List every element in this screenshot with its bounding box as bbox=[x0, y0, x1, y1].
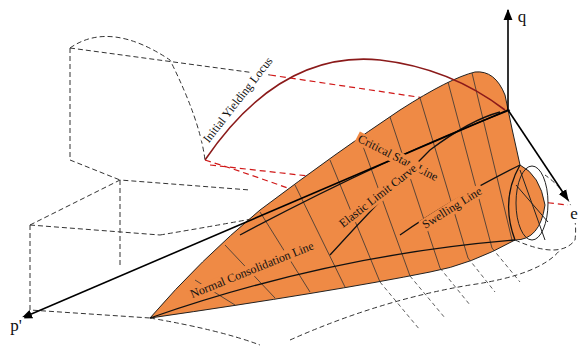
axis-label: q bbox=[516, 8, 529, 26]
axis-label: e bbox=[568, 205, 580, 223]
curve-label: Initial Yielding Locus bbox=[200, 53, 277, 147]
axis-label: p' bbox=[8, 317, 24, 335]
